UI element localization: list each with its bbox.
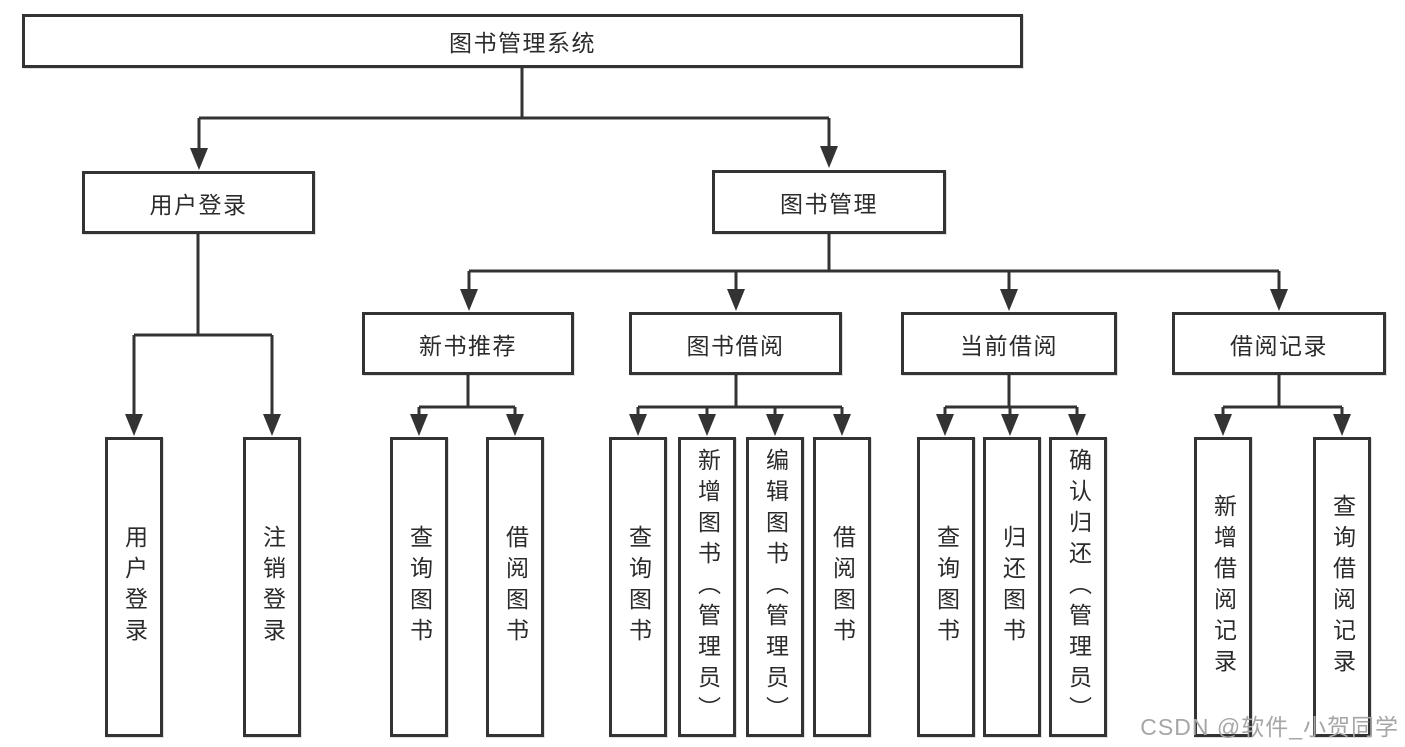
leaf-query-books: 查询图书	[390, 437, 448, 737]
leaf-return-books: 归还图书	[983, 437, 1041, 737]
arrowhead	[263, 414, 281, 436]
leaf-user-login: 用户登录	[105, 437, 163, 737]
leaf-edit-books-admin: 编辑图书（管理员）	[746, 437, 804, 737]
arrowhead	[410, 414, 428, 436]
arrowhead	[1333, 414, 1351, 436]
csdn-watermark: CSDN @软件_小贺同学	[1140, 714, 1399, 740]
arrowhead	[1000, 289, 1018, 311]
leaf-borrow-books: 借阅图书	[486, 437, 544, 737]
node-user-login: 用户登录	[82, 171, 315, 234]
node-borrowing-records: 借阅记录	[1172, 312, 1386, 375]
arrowhead	[820, 146, 838, 168]
node-book-management: 图书管理	[712, 170, 946, 234]
leaf-add-books-admin: 新增图书（管理员）	[678, 437, 736, 737]
arrowhead	[698, 414, 716, 436]
arrowhead	[1214, 414, 1232, 436]
leaf-logout: 注销登录	[243, 437, 301, 737]
arrowhead	[460, 289, 478, 311]
leaf-query-books-3: 查询图书	[917, 437, 975, 737]
arrowhead	[1068, 414, 1086, 436]
arrowhead	[1001, 414, 1019, 436]
arrowhead	[936, 414, 954, 436]
node-root-library-system: 图书管理系统	[22, 14, 1023, 68]
node-current-borrowing: 当前借阅	[901, 312, 1117, 375]
arrowhead	[506, 414, 524, 436]
node-new-book-recommend: 新书推荐	[362, 312, 574, 375]
arrowhead	[629, 414, 647, 436]
arrowhead	[190, 148, 208, 170]
leaf-add-borrow-record: 新增借阅记录	[1194, 437, 1252, 737]
leaf-query-borrow-record: 查询借阅记录	[1313, 437, 1371, 737]
arrowhead	[766, 414, 784, 436]
arrowhead	[125, 414, 143, 436]
arrowhead	[1270, 289, 1288, 311]
leaf-confirm-return-admin: 确认归还（管理员）	[1049, 437, 1107, 737]
arrowhead	[833, 414, 851, 436]
leaf-borrow-books-2: 借阅图书	[813, 437, 871, 737]
node-book-borrowing: 图书借阅	[629, 312, 842, 375]
leaf-query-books-2: 查询图书	[609, 437, 667, 737]
arrowhead	[727, 289, 745, 311]
